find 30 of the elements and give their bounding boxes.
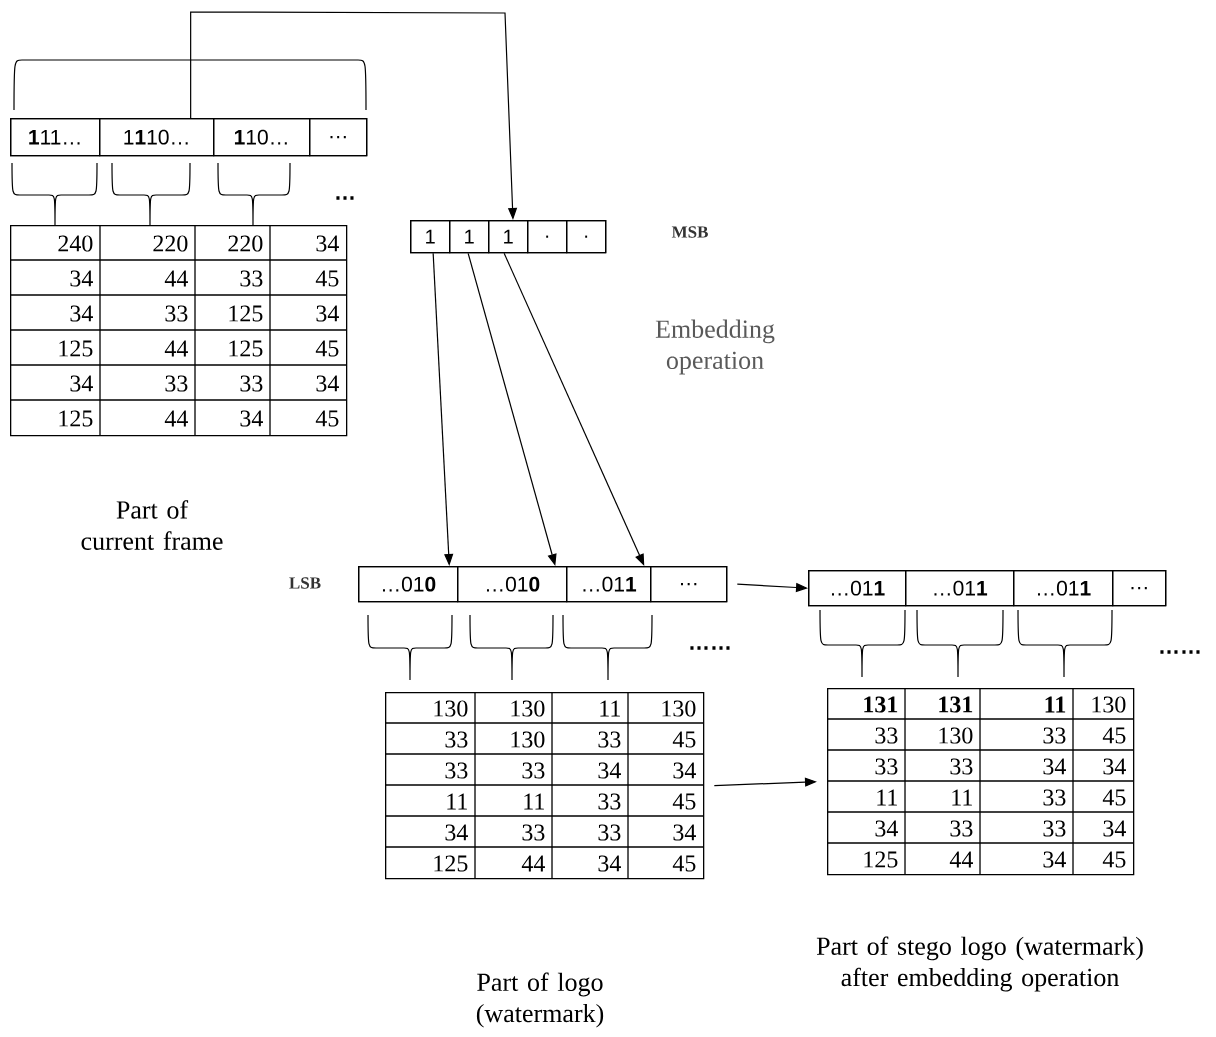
bit-cell: …011 <box>905 570 1015 607</box>
ellipsis: …… <box>690 646 730 650</box>
bit-cell: 1 <box>410 220 451 254</box>
data-table: 130 130 11 130 33 130 33 45 33 33 34 34 11 11 33 45 34 33 33 34 125 44 34 45 <box>384 691 705 880</box>
bit-cell: …010 <box>457 566 568 603</box>
ellipsis: … <box>336 196 354 200</box>
bit-cell: . <box>566 220 607 254</box>
bit-cell: 1110… <box>99 118 215 157</box>
table-caption: Part of current frame <box>81 500 223 550</box>
arrow <box>503 252 645 566</box>
ellipsis: …… <box>1160 650 1200 654</box>
bit-cell: … <box>650 566 728 603</box>
bit-cell: 1 <box>449 220 490 254</box>
bit-label: LSB <box>289 577 321 589</box>
bit-cell: 1 <box>488 220 529 254</box>
bit-cell: …011 <box>566 566 652 603</box>
bit-cell: … <box>309 118 368 157</box>
data-table: 240 220 220 34 34 44 33 45 34 33 125 34 125 44 125 45 34 33 33 34 125 44 34 45 <box>9 224 348 437</box>
bit-cell: …011 <box>1013 570 1114 607</box>
bit-label: MSB <box>671 226 708 238</box>
table-caption: Part of stego logo (watermark) after embedding operation <box>816 936 1143 992</box>
bit-cell: . <box>527 220 568 254</box>
bit-cell: … <box>1112 570 1167 607</box>
bit-cell: …010 <box>358 566 459 603</box>
annotation: Embedding operation <box>655 319 775 375</box>
bit-cell: …011 <box>808 570 907 607</box>
bit-cell: 110… <box>213 118 311 157</box>
data-table: 131 131 11 130 33 130 33 45 33 33 34 34 11 11 33 45 34 33 33 34 125 44 34 45 <box>826 687 1135 876</box>
table-caption: Part of logo (watermark) <box>476 972 604 1028</box>
bit-cell: 111… <box>10 118 101 157</box>
